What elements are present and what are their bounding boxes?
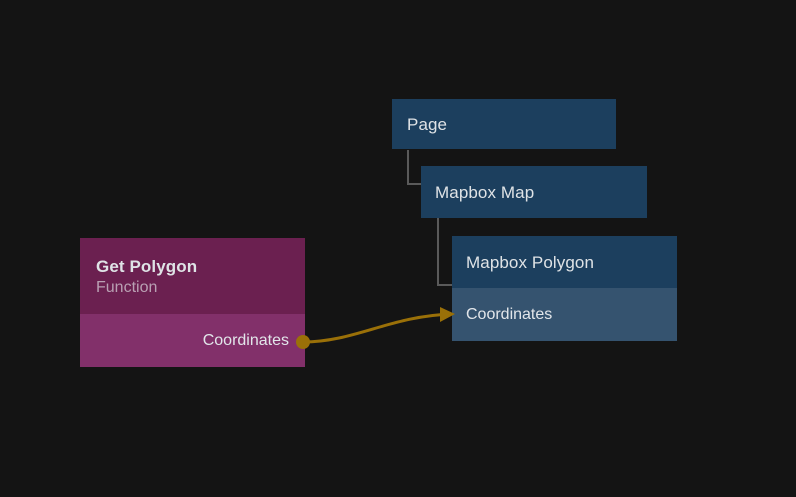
coordinates-wire[interactable] xyxy=(302,312,453,344)
node-page-title: Page xyxy=(407,114,448,134)
node-mapbox-map[interactable]: Mapbox Map xyxy=(421,166,647,218)
node-get-polygon-title: Get Polygon xyxy=(96,257,198,276)
node-mapbox-polygon-header[interactable]: Mapbox Polygon xyxy=(452,236,677,288)
node-get-polygon-header[interactable]: Get Polygon Function xyxy=(80,238,305,314)
port-label-coordinates-input: Coordinates xyxy=(466,305,553,323)
node-get-polygon-subtitle: Function xyxy=(96,279,158,296)
node-mapbox-polygon-title: Mapbox Polygon xyxy=(466,252,595,272)
port-row-coordinates-input[interactable]: Coordinates xyxy=(452,288,677,341)
port-label-coordinates-output: Coordinates xyxy=(202,331,289,349)
node-mapbox-map-title: Mapbox Map xyxy=(435,182,535,202)
node-mapbox-polygon[interactable]: Mapbox Polygon Coordinates xyxy=(452,236,677,341)
tree-link-page-to-mapbox-map xyxy=(407,150,422,185)
node-page-header[interactable]: Page xyxy=(392,99,616,149)
tree-link-mapbox-map-to-mapbox-polygon xyxy=(437,218,453,286)
port-row-coordinates-output[interactable]: Coordinates xyxy=(80,314,305,367)
node-mapbox-map-header[interactable]: Mapbox Map xyxy=(421,166,647,218)
node-page[interactable]: Page xyxy=(392,99,616,149)
node-get-polygon[interactable]: Get Polygon Function Coordinates xyxy=(80,238,305,367)
